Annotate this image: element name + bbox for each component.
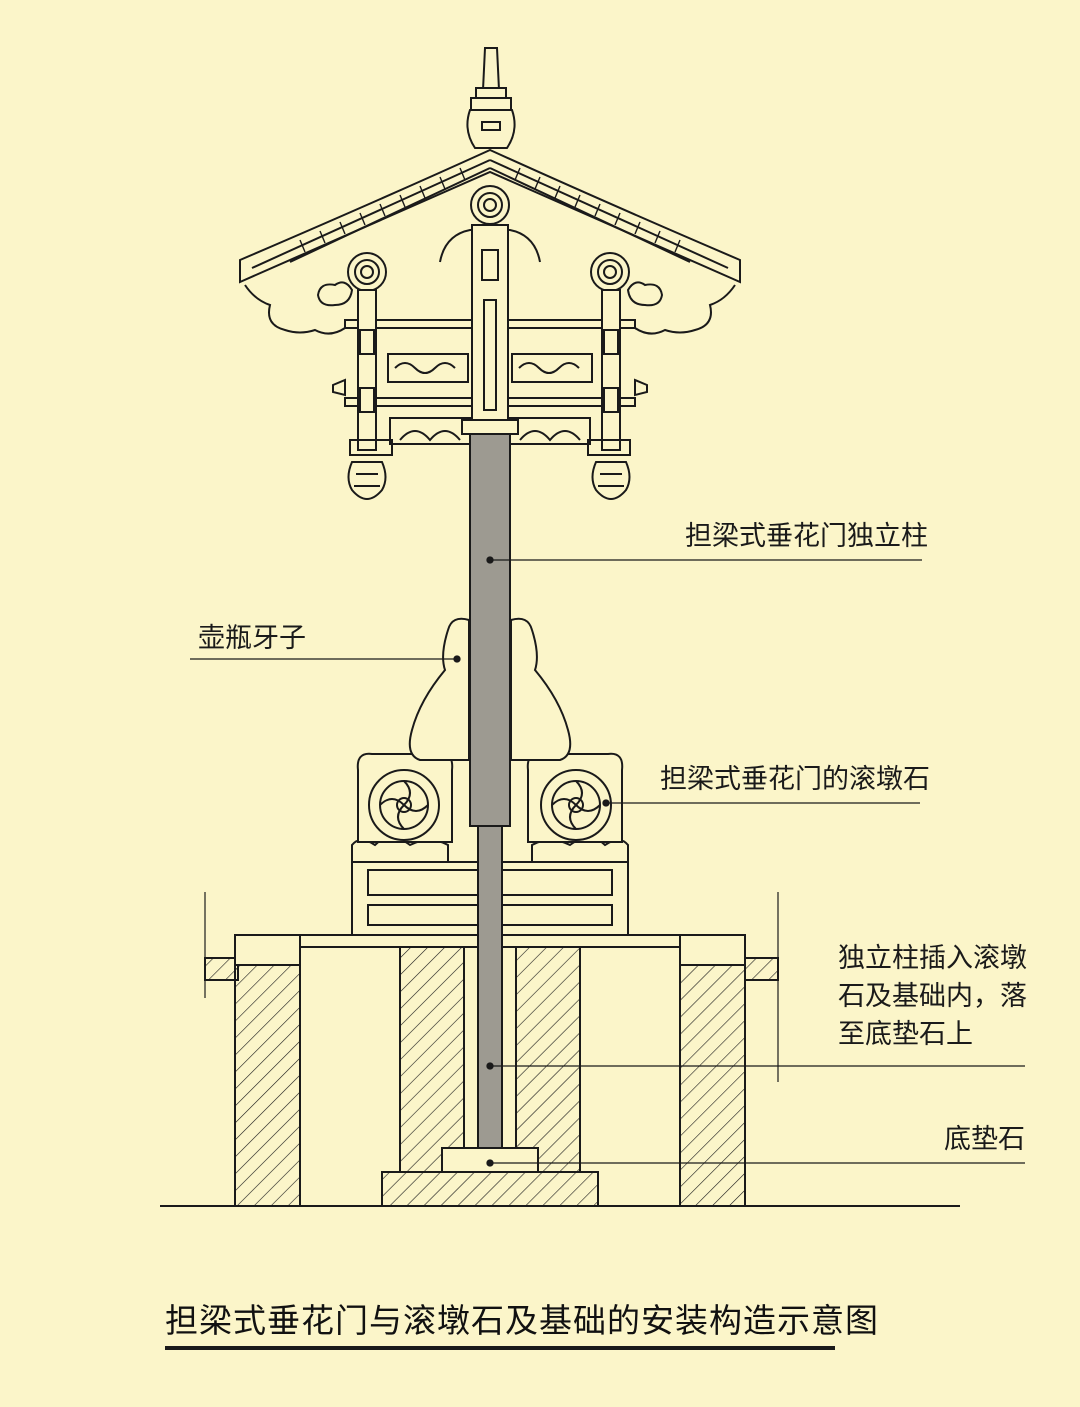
drum-left <box>356 752 454 843</box>
medallion-left <box>347 252 387 292</box>
medallion-center <box>470 185 510 225</box>
diagram-title: 担梁式垂花门与滚墩石及基础的安装构造示意图 <box>165 1301 879 1340</box>
label-base-stone: 底垫石 <box>944 1124 1025 1155</box>
roof <box>239 47 741 335</box>
leader-lines <box>165 556 1025 1350</box>
hanging-frame <box>316 185 664 500</box>
drum-right <box>526 752 624 843</box>
roof-finial <box>466 47 516 149</box>
label-column: 担梁式垂花门独立柱 <box>685 521 928 552</box>
base-stone <box>441 1147 539 1173</box>
pendant-left <box>347 461 387 500</box>
label-insertion-note: 独立柱插入滚墩石及基础内，落至底垫石上 <box>838 943 1027 1050</box>
roof-tiles <box>299 167 681 253</box>
label-drum-stone: 担梁式垂花门的滚墩石 <box>660 764 930 795</box>
vase-bracket <box>408 617 572 761</box>
medallion-right <box>590 252 630 292</box>
pendant-right <box>591 461 631 500</box>
independent-column <box>441 433 539 1173</box>
label-vase-bracket: 壶瓶牙子 <box>198 623 306 654</box>
